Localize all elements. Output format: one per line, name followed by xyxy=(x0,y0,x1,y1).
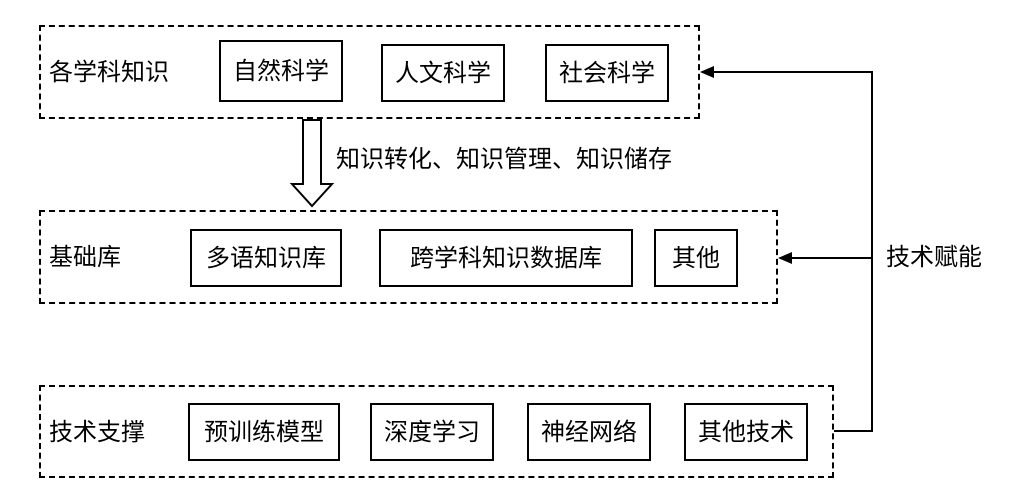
tech-group-label: 技术支撑 xyxy=(49,418,145,446)
tech-group xyxy=(39,385,834,478)
knowledge-group xyxy=(39,25,700,119)
natural-science-box: 自然科学 xyxy=(219,40,343,102)
humanities-box: 人文科学 xyxy=(381,44,505,102)
other-base-box: 其他 xyxy=(654,229,738,287)
neural-network-box: 神经网络 xyxy=(527,403,651,461)
base-group-label: 基础库 xyxy=(49,243,121,271)
arrowhead-to-base xyxy=(778,252,792,264)
knowledge-group-label: 各学科知识 xyxy=(49,58,169,86)
social-science-box: 社会科学 xyxy=(545,44,669,102)
interdisciplinary-db-box: 跨学科知识数据库 xyxy=(379,229,633,287)
empower-label: 技术赋能 xyxy=(886,243,982,271)
deep-learning-box: 深度学习 xyxy=(370,403,494,461)
empower-feedback-line xyxy=(712,71,873,432)
pretrained-model-box: 预训练模型 xyxy=(188,403,340,461)
other-tech-box: 其他技术 xyxy=(684,403,808,461)
process-down-arrow xyxy=(289,119,335,208)
arrowhead-to-knowledge xyxy=(700,66,714,78)
base-group xyxy=(39,210,778,304)
process-label: 知识转化、知识管理、知识储存 xyxy=(336,145,672,173)
multilingual-kb-box: 多语知识库 xyxy=(190,229,342,287)
